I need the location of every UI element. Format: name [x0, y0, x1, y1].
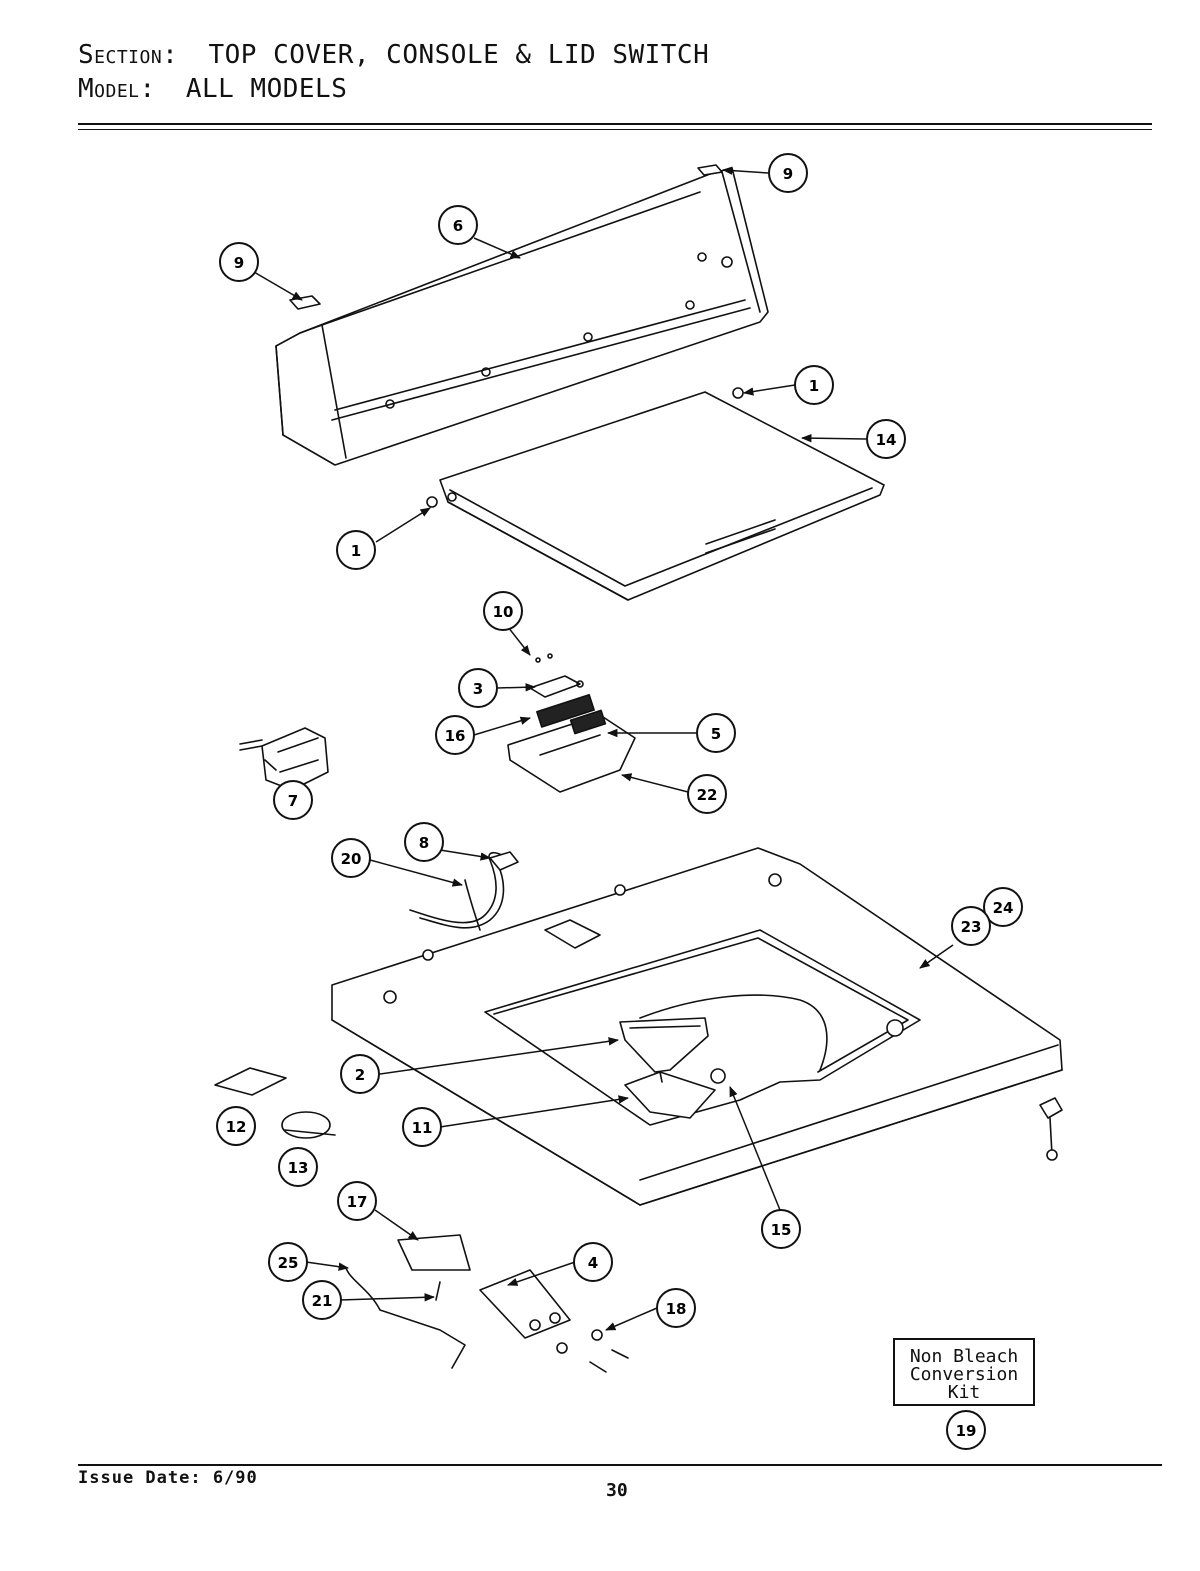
callout-label: 10: [493, 603, 514, 621]
callout-5: 5: [696, 713, 736, 753]
callout-1-left: 1: [336, 530, 376, 570]
callout-label: 11: [412, 1119, 433, 1137]
hinge-pin-part: [426, 387, 744, 508]
header-rule-bottom: [78, 129, 1152, 130]
callout-label: 4: [588, 1254, 598, 1272]
model-key: Model:: [78, 74, 156, 104]
model-row: Model: ALL MODELS: [78, 72, 709, 106]
callout-7: 7: [273, 780, 313, 820]
callout-label: 8: [419, 834, 429, 852]
lid-switch-assembly: [507, 653, 636, 793]
callout-label: 19: [956, 1422, 977, 1440]
callout-label: 18: [666, 1300, 687, 1318]
kit-line-1: Non Bleach: [909, 1346, 1019, 1367]
callout-21: 21: [302, 1280, 342, 1320]
leader-lines: [253, 166, 954, 1331]
callout-label: 14: [876, 431, 897, 449]
callout-24: 24: [983, 887, 1023, 927]
callout-label: 1: [351, 542, 361, 560]
non-bleach-kit-box: Non Bleach Conversion Kit: [893, 1338, 1035, 1406]
callout-18: 18: [656, 1288, 696, 1328]
section-key: Section:: [78, 40, 179, 70]
callout-6: 6: [438, 205, 478, 245]
callout-11: 11: [402, 1107, 442, 1147]
callout-25: 25: [268, 1242, 308, 1282]
callout-label: 3: [473, 680, 483, 698]
callout-12: 12: [216, 1106, 256, 1146]
callout-22: 22: [687, 774, 727, 814]
callout-4: 4: [573, 1242, 613, 1282]
bleach-dispenser-part: [619, 1017, 726, 1119]
callout-label: 1: [809, 377, 819, 395]
callout-label: 15: [771, 1221, 792, 1239]
callout-13: 13: [278, 1147, 318, 1187]
callout-label: 6: [453, 217, 463, 235]
section-row: Section: TOP COVER, CONSOLE & LID SWITCH: [78, 38, 709, 72]
callout-label: 9: [234, 254, 244, 272]
callout-9-top: 9: [768, 153, 808, 193]
footer-rule: [78, 1464, 1162, 1466]
callout-label: 21: [312, 1292, 333, 1310]
kit-line-2: Conversion: [909, 1364, 1019, 1385]
callout-label: 2: [355, 1066, 365, 1084]
callout-label: 23: [961, 918, 982, 936]
callout-label: 16: [445, 727, 466, 745]
callout-label: 9: [783, 165, 793, 183]
power-cord-part: [239, 727, 329, 791]
callout-19: 19: [946, 1410, 986, 1450]
lid-part: [439, 391, 885, 601]
issue-date: Issue Date: 6/90: [78, 1468, 258, 1488]
callout-23: 23: [951, 906, 991, 946]
model-value: ALL MODELS: [185, 74, 348, 104]
callout-label: 12: [226, 1118, 247, 1136]
callout-20: 20: [331, 838, 371, 878]
callouts: 9 6 9 1 14 1 10 3 16 5 22 7 8 20 24 23 2…: [216, 153, 1023, 1450]
callout-17: 17: [337, 1181, 377, 1221]
callout-14: 14: [866, 419, 906, 459]
page-number: 30: [606, 1480, 628, 1501]
callout-2: 2: [340, 1054, 380, 1094]
callout-label: 5: [711, 725, 721, 743]
callout-label: 25: [278, 1254, 299, 1272]
callout-label: 24: [993, 899, 1014, 917]
section-title: TOP COVER, CONSOLE & LID SWITCH: [208, 40, 710, 70]
callout-9-left: 9: [219, 242, 259, 282]
callout-1-right: 1: [794, 365, 834, 405]
callout-label: 20: [341, 850, 362, 868]
callout-label: 13: [288, 1159, 309, 1177]
wire-harness-part: [409, 851, 519, 931]
page-header: Section: TOP COVER, CONSOLE & LID SWITCH…: [78, 38, 709, 106]
callout-label: 7: [288, 792, 298, 810]
kit-line-3: Kit: [947, 1382, 981, 1403]
callout-15: 15: [761, 1209, 801, 1249]
callout-10: 10: [483, 591, 523, 631]
callout-16: 16: [435, 715, 475, 755]
callout-label: 22: [697, 786, 718, 804]
callout-3: 3: [458, 668, 498, 708]
header-rule-top: [78, 123, 1152, 125]
callout-label: 17: [347, 1193, 368, 1211]
actuator-part: [345, 1234, 629, 1373]
callout-8: 8: [404, 822, 444, 862]
misc-clip-part: [214, 1067, 336, 1139]
